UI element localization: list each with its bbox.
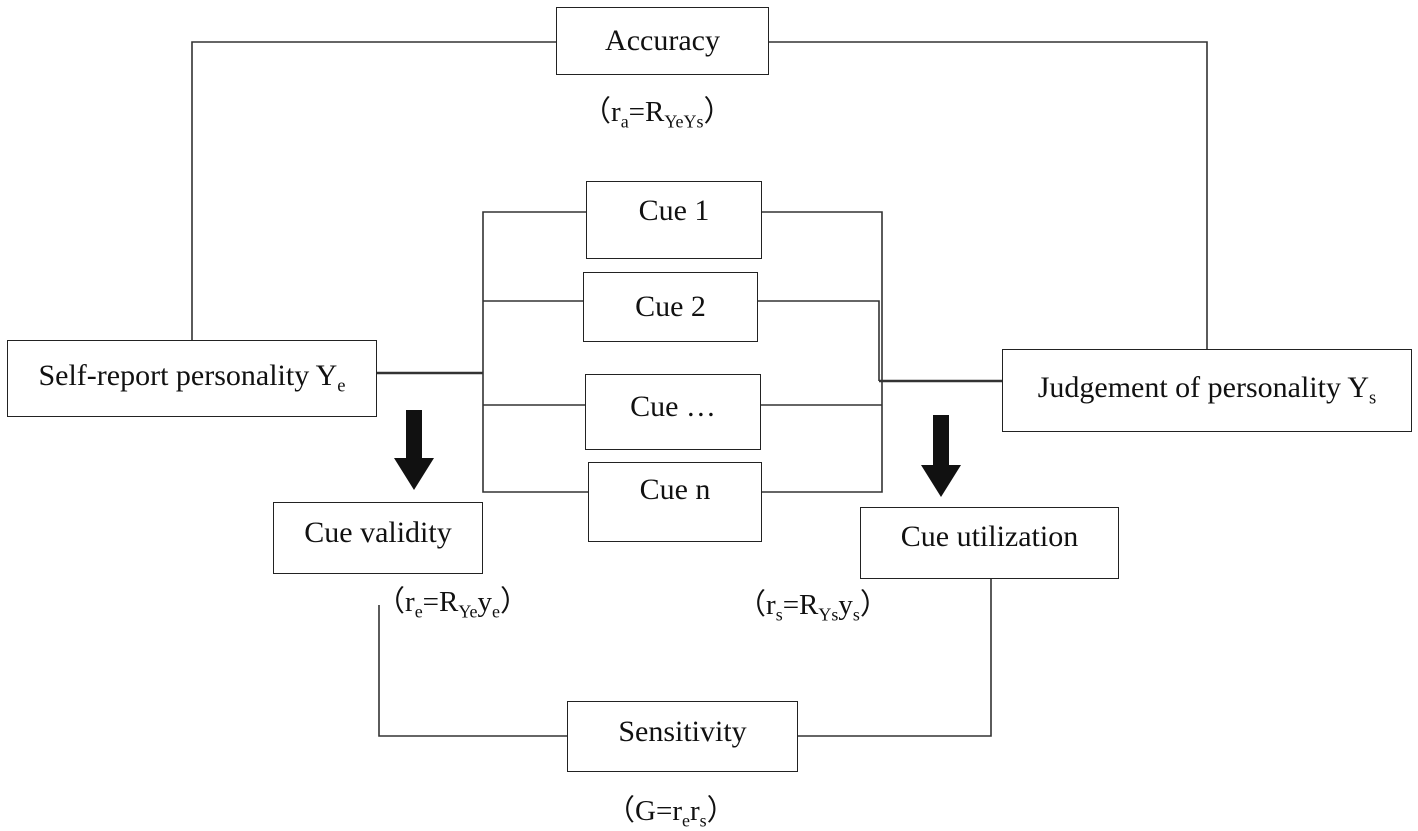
accuracy-label: Accuracy [605,24,720,57]
cue-3-box: Cue … [585,374,761,450]
cue-1-box: Cue 1 [586,181,762,259]
cue-n-box: Cue n [588,462,762,542]
cue-validity-label: Cue validity [304,516,452,549]
cue2-right-line [758,300,880,381]
accuracy-box: Accuracy [556,7,769,75]
self-report-label: Self-report personality Ye [38,359,346,397]
accuracy-right-line [768,41,1208,349]
sensitivity-box: Sensitivity [567,701,798,772]
cue-utilization-label: Cue utilization [900,520,1079,553]
cue-2-box: Cue 2 [583,272,758,342]
down-arrow-icon [394,410,434,490]
right-cue-bus [762,211,883,493]
down-arrow-icon [921,415,961,497]
cue-utilization-formula: （rs=RYsys） [737,589,889,625]
sensitivity-formula: （G=rers） [606,795,736,831]
judgement-box: Judgement of personality Ys [1002,349,1412,432]
cue-3-label: Cue … [630,390,716,423]
sensitivity-left-line [378,605,567,737]
sensitivity-label: Sensitivity [618,714,747,748]
judgement-label: Judgement of personality Ys [1037,371,1377,409]
sensitivity-right-line [797,579,992,737]
left-cue-bus [482,211,588,493]
cue-n-label: Cue n [639,473,711,506]
cue-validity-formula: （re=RYeye） [376,586,530,622]
accuracy-left-line [191,41,556,340]
self-report-box: Self-report personality Ye [7,340,377,417]
cue-utilization-box: Cue utilization [860,507,1119,579]
cue-1-label: Cue 1 [638,194,710,227]
cue-validity-box: Cue validity [273,502,483,574]
accuracy-formula: （ra=RYeYs） [582,96,733,132]
cue-2-label: Cue 2 [635,290,706,323]
